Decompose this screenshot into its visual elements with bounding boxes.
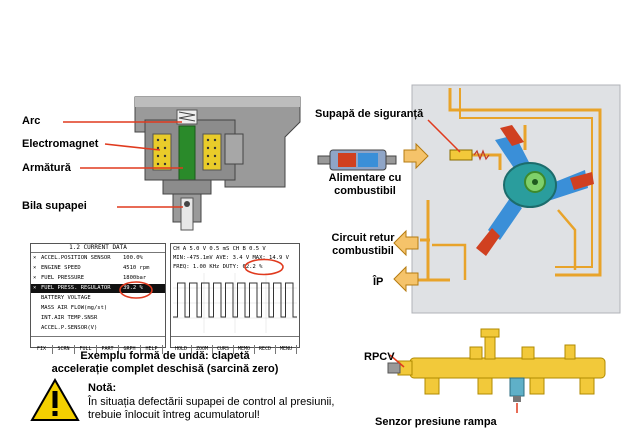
scan-row[interactable]: × FUEL PRESSURE 1800bar <box>31 274 165 283</box>
scan-button-help[interactable]: HELP <box>141 345 163 354</box>
safety-valve-spring <box>473 149 490 161</box>
label-fuel-supply-2: combustibil <box>334 185 396 197</box>
scan-row[interactable]: × ACCEL.POSITION SENSOR 100.0% <box>31 254 165 263</box>
valve-ball <box>184 201 190 207</box>
highlight-circle-regulator <box>119 281 153 299</box>
scan-row[interactable]: INT.AIR TEMP.SNSR <box>31 314 165 323</box>
scope-line-2: MIN:-475.1mV AVE: 3.4 V MAX: 14.9 V <box>173 255 289 261</box>
scan-row-name: INT.AIR TEMP.SNSR <box>41 315 98 321</box>
scan-button-scrn[interactable]: SCRN <box>53 345 75 354</box>
label-safety-valve: Supapă de siguranță <box>315 108 424 120</box>
arrow-fuel-return <box>393 229 419 257</box>
scan-row-mark: × <box>33 275 37 281</box>
label-fuel-supply-1: Alimentare cu <box>328 172 402 184</box>
arrow-fuel-supply <box>403 142 429 170</box>
connector <box>224 133 244 165</box>
label-arc: Arc <box>22 115 41 127</box>
scan-row-name: FUEL PRESSURE <box>41 275 85 281</box>
scan-button-fix[interactable]: FIX <box>31 345 53 354</box>
scan-row[interactable]: BATTERY VOLTAGE <box>31 294 165 303</box>
safety-valve <box>449 149 473 161</box>
scan-row[interactable]: ACCEL.P.SENSOR(V) <box>31 324 165 333</box>
fuel-rail <box>387 328 606 413</box>
highlight-circle-duty <box>244 258 284 276</box>
arrow-ip <box>393 265 419 293</box>
scan-row-value: 39.2 % <box>123 285 143 291</box>
callout-safety-valve <box>427 119 461 153</box>
scan-row-value: 100.0% <box>123 255 143 261</box>
callout-rpcv <box>389 354 405 368</box>
waveform-trace <box>173 282 297 318</box>
label-rpcv: RPCV <box>364 351 395 363</box>
note-line-1: În situația defectării supapei de contro… <box>88 396 335 408</box>
label-return-circuit-1: Circuit retur <box>331 232 395 244</box>
scope-button-hold[interactable]: HOLD <box>171 345 192 354</box>
scan-row-name: ENGINE SPEED <box>41 265 81 271</box>
rail-body <box>409 357 606 379</box>
fuel-filter-cartridge <box>317 149 397 171</box>
scan-row-name: MASS AIR FLOW(mg/st) <box>41 305 108 311</box>
scan-row[interactable]: × FUEL PRESS. REGULATOR 39.2 % <box>31 284 165 293</box>
scan-row-mark: × <box>33 285 37 291</box>
scan-tool-header: 1.2 CURRENT DATA <box>31 244 165 253</box>
label-bila: Bila supapei <box>22 200 87 212</box>
valve-seat <box>180 197 194 231</box>
scan-button-full[interactable]: FULL <box>75 345 97 354</box>
note-line-2: trebuie înlocuit întreg acumulatorul! <box>88 409 260 421</box>
note-title: Notă: <box>88 382 117 394</box>
electromagnet-coil-right <box>202 133 222 171</box>
caption-line-1: Exemplu formă de undă: clapetă <box>80 350 250 362</box>
rail-pressure-sensor <box>509 377 525 397</box>
scan-row-mark: × <box>33 255 37 261</box>
electromagnet-coil-left <box>152 133 172 171</box>
scope-button-recd[interactable]: RECD <box>255 345 276 354</box>
label-electromagnet: Electromagnet <box>22 138 99 150</box>
warning-icon <box>30 378 80 421</box>
scan-row-name: BATTERY VOLTAGE <box>41 295 91 301</box>
scope-button-zoom[interactable]: ZOOM <box>192 345 213 354</box>
label-return-circuit-2: combustibil <box>332 245 394 257</box>
caption-line-2: accelerație complet deschisă (sarcină ze… <box>51 363 279 375</box>
scan-row-value: 4510 rpm <box>123 265 150 271</box>
oscilloscope-screen: CH A 5.0 V 0.5 mS CH B 0.5 V MIN:-475.1m… <box>170 243 300 354</box>
scope-button-curs[interactable]: CURS <box>213 345 234 354</box>
scan-button-grph[interactable]: GRPH <box>119 345 141 354</box>
callout-electromagnet <box>104 143 161 151</box>
scope-waveform <box>173 273 297 333</box>
pump-circuit-diagram <box>317 84 621 314</box>
radial-pump <box>476 125 594 256</box>
scan-row-name: ACCEL.P.SENSOR(V) <box>41 325 98 331</box>
scan-row-value: 1800bar <box>123 275 147 281</box>
scope-line-3: FREQ: 1.00 KHz DUTY: 62.2 % <box>173 264 263 270</box>
label-ip: ÎP <box>373 276 384 288</box>
rail-inlet <box>484 334 496 360</box>
scope-line-1: CH A 5.0 V 0.5 mS CH B 0.5 V <box>173 246 266 252</box>
valve-cross-section <box>134 96 301 231</box>
rpcv-connector <box>387 362 401 374</box>
valve-housing-top <box>135 97 300 107</box>
scan-row-name: ACCEL.POSITION SENSOR <box>41 255 111 261</box>
label-rail-sensor: Senzor presiune rampa <box>375 416 497 428</box>
scan-button-part[interactable]: PART <box>97 345 119 354</box>
scan-row-name: FUEL PRESS. REGULATOR <box>41 285 111 291</box>
scope-button-memo[interactable]: MEMO <box>234 345 255 354</box>
scan-row-mark: × <box>33 265 37 271</box>
scan-row[interactable]: × ENGINE SPEED 4510 rpm <box>31 264 165 273</box>
fuel-line-top <box>448 88 602 277</box>
scan-row[interactable]: MASS AIR FLOW(mg/st) <box>31 304 165 313</box>
label-armatura: Armătură <box>22 162 71 174</box>
scan-tool-screen: 1.2 CURRENT DATA × ACCEL.POSITION SENSOR 1… <box>30 243 166 354</box>
scope-button-menu[interactable]: MENU <box>276 345 297 354</box>
